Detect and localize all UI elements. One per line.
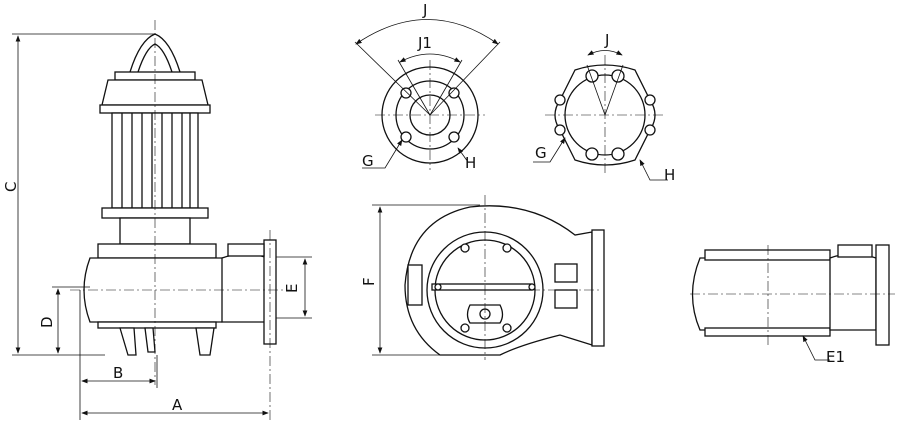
label-g-right: G: [535, 144, 547, 162]
label-d: D: [38, 316, 56, 328]
label-e1: E1: [826, 348, 845, 366]
label-j1: J1: [417, 34, 432, 52]
label-h-right: H: [664, 166, 675, 184]
dimension-j: [355, 19, 499, 45]
label-c: C: [2, 182, 20, 192]
flange-view-large: [533, 50, 668, 181]
label-b: B: [113, 364, 123, 382]
label-h: H: [465, 154, 476, 172]
label-f: F: [360, 277, 378, 286]
label-e: E: [283, 284, 301, 293]
label-j-right: J: [604, 31, 609, 49]
dimension-j-right: [587, 50, 623, 56]
label-a: A: [172, 396, 183, 414]
pump-plan-view: [372, 195, 605, 360]
label-g: G: [362, 152, 374, 170]
flange-view-small: [354, 19, 501, 170]
dimension-j1: [399, 53, 461, 63]
pump-side-elevation: [12, 20, 312, 420]
label-j: J: [422, 1, 427, 19]
pump-side-view-lower: [690, 244, 895, 361]
discharge-pipe: [221, 253, 269, 323]
